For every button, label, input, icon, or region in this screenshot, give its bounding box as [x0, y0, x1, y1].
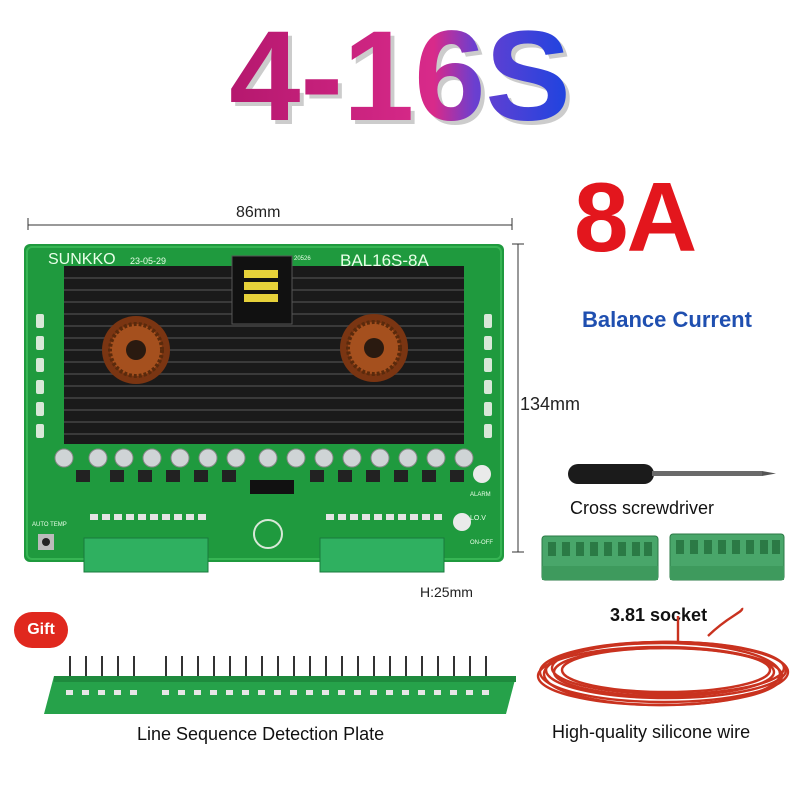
board-code: 20526	[294, 256, 311, 262]
svg-text:4-16S: 4-16S	[229, 8, 571, 138]
balancer-board-image: SUNKKO 23-05-29 20526 BAL16S-8A AUTO TEM…	[24, 244, 504, 573]
board-date: 23-05-29	[130, 256, 166, 266]
detection-plate-image	[44, 656, 516, 714]
width-label: 86mm	[236, 204, 281, 221]
height-dimension-line	[512, 243, 524, 553]
height-label: 134mm	[520, 394, 581, 414]
board-brand: SUNKKO	[48, 251, 116, 268]
width-dimension-line	[27, 218, 513, 230]
silicone-wire-caption: High-quality silicone wire	[552, 722, 751, 742]
silicone-wire-image	[536, 607, 790, 707]
balance-current-value: 8A	[574, 162, 697, 272]
socket-caption: 3.81 socket	[610, 605, 708, 625]
svg-text:4-16S: 4-16S	[233, 9, 575, 138]
board-auto-temp: AUTO TEMP	[32, 522, 67, 528]
gift-badge: Gift	[14, 612, 68, 648]
detection-plate-caption: Line Sequence Detection Plate	[137, 724, 385, 744]
board-alarm: ALARM	[470, 492, 491, 498]
board-model: BAL16S-8A	[340, 251, 429, 270]
balance-current-label: Balance Current	[582, 307, 752, 332]
screwdriver-caption: Cross screwdriver	[570, 498, 715, 518]
title-range: 4-16	[229, 8, 485, 138]
screwdriver-image	[568, 464, 776, 484]
board-on-off: ON-OFF	[470, 540, 493, 546]
socket-connectors-image	[541, 533, 785, 581]
thickness-label: H:25mm	[420, 584, 473, 600]
title-banner: 4-16S 4-16S	[229, 8, 575, 138]
board-lo-v: LO.V	[470, 515, 486, 522]
title-series: S	[485, 8, 570, 138]
